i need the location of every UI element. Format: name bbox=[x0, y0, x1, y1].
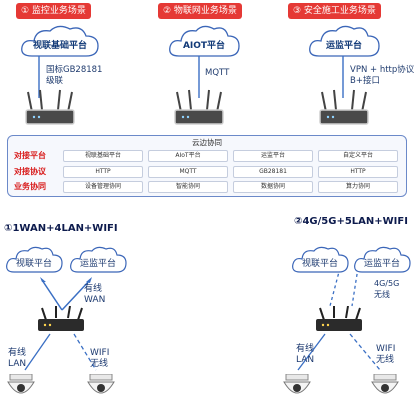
camera-icon bbox=[368, 373, 402, 410]
row-label: 对接协议 bbox=[14, 167, 46, 176]
camera-icon bbox=[280, 373, 314, 410]
cloud-icon: 运监平台 bbox=[306, 22, 382, 62]
router-icon bbox=[24, 88, 76, 132]
cloud-label: 运监平台 bbox=[363, 259, 400, 269]
lan-label: 有线 LAN bbox=[8, 348, 27, 369]
cloud-icon: 视联平台 bbox=[4, 244, 64, 276]
connection-label-2: MQTT bbox=[205, 68, 230, 78]
config1-title: ①1WAN+4LAN+WIFI bbox=[4, 223, 118, 234]
row-label: 业务协同 bbox=[14, 182, 46, 191]
cloud-icon: AIOT平台 bbox=[166, 22, 242, 62]
top-connection-lines bbox=[38, 56, 344, 98]
cloud-icon: 运监平台 bbox=[68, 244, 128, 276]
lan-label: 有线 LAN bbox=[296, 344, 315, 365]
cloud-label: 视联平台 bbox=[301, 259, 338, 269]
cellular-label: 4G/5G 无线 bbox=[374, 279, 400, 299]
table-cell: AIoT平台 bbox=[148, 150, 228, 162]
camera-icon bbox=[84, 373, 118, 410]
table-cell: 智能协同 bbox=[148, 181, 228, 193]
cloud-icon: 视联基础平台 bbox=[18, 22, 102, 62]
camera-icon bbox=[4, 373, 38, 410]
wifi-label: WIFI 无线 bbox=[376, 344, 396, 365]
table-cell: 设备管理协同 bbox=[63, 181, 143, 193]
table-cell: 算力协同 bbox=[318, 181, 398, 193]
router-icon bbox=[173, 88, 225, 132]
router-icon bbox=[314, 305, 364, 340]
table-cell: HTTP bbox=[318, 166, 398, 178]
router-icon bbox=[318, 88, 370, 132]
connection-label-1: 国标GB28181 级联 bbox=[46, 65, 103, 86]
connection-label-3: VPN + http协议 B+接口 bbox=[350, 65, 415, 86]
table-cell: 视联基础平台 bbox=[63, 150, 143, 162]
cloud-icon: 视联平台 bbox=[290, 244, 350, 276]
edge-cloud-panel: 云边协同 对接平台 视联基础平台 AIoT平台 运监平台 自定义平台 对接协议 … bbox=[7, 135, 407, 197]
table-cell: MQTT bbox=[148, 166, 228, 178]
table-cell: 运监平台 bbox=[233, 150, 313, 162]
table-cell: HTTP bbox=[63, 166, 143, 178]
router-icon bbox=[36, 305, 86, 340]
cloud-label: AIOT平台 bbox=[182, 41, 226, 51]
wifi-label: WIFI 无线 bbox=[90, 348, 110, 369]
scenario-badge-2: ② 物联网业务场景 bbox=[158, 3, 242, 19]
cloud-label: 运监平台 bbox=[325, 41, 362, 51]
cloud-label: 视联平台 bbox=[15, 259, 52, 269]
row-label: 对接平台 bbox=[14, 151, 46, 160]
wan-label: 有线 WAN bbox=[84, 284, 106, 305]
cloud-label: 运监平台 bbox=[79, 259, 116, 269]
bottom-connection-lines bbox=[24, 267, 381, 371]
config2-title: ②4G/5G+5LAN+WIFI bbox=[294, 216, 408, 227]
table-cell: 数据协同 bbox=[233, 181, 313, 193]
table-cell: GB28181 bbox=[233, 166, 313, 178]
cloud-icon: 运监平台 bbox=[352, 244, 412, 276]
table-cell: 自定义平台 bbox=[318, 150, 398, 162]
scenario-badge-3: ③ 安全施工业务场景 bbox=[288, 3, 381, 19]
scenario-badge-1: ① 监控业务场景 bbox=[16, 3, 91, 19]
cloud-label: 视联基础平台 bbox=[32, 41, 87, 51]
panel-title: 云边协同 bbox=[192, 138, 222, 147]
